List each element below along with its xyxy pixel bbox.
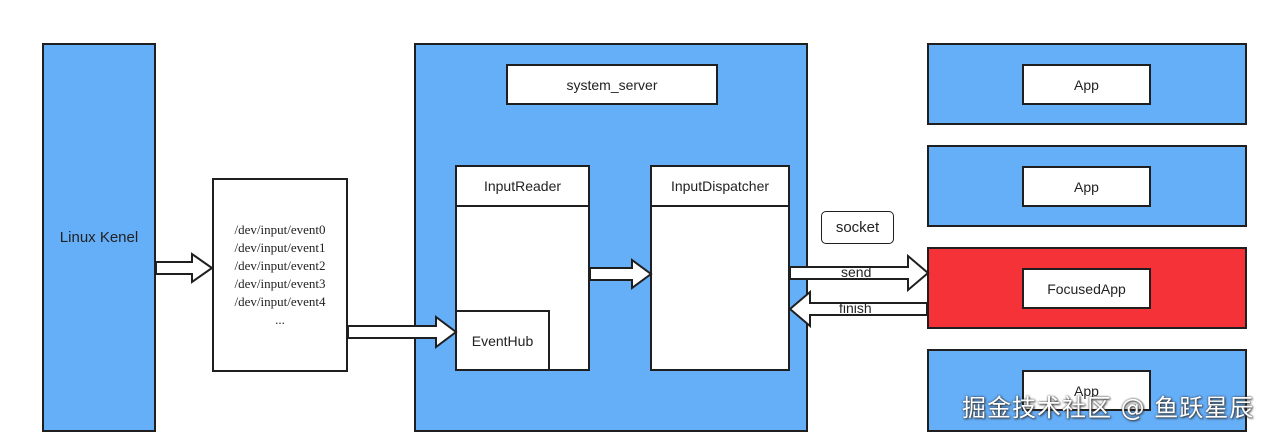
device-node: /dev/input/event1 — [234, 240, 326, 255]
send-label: send — [841, 264, 872, 280]
input-reader-title: InputReader — [457, 167, 588, 207]
focused-app-label-box: FocusedApp — [1022, 268, 1151, 309]
watermark: 掘金技术社区 @ 鱼跃星辰 — [962, 394, 1255, 422]
app-label: App — [1074, 382, 1099, 399]
arrow-kernel-to-devices — [155, 252, 214, 284]
device-nodes-block: /dev/input/event0 /dev/input/event1 /dev… — [212, 178, 348, 372]
arrow-reader-to-dispatcher — [589, 258, 653, 290]
arrow-send — [789, 253, 930, 293]
system-server-title: system_server — [506, 64, 718, 105]
app-label: App — [1074, 178, 1099, 195]
event-hub-label: EventHub — [471, 332, 534, 349]
device-node: /dev/input/event4 — [234, 294, 326, 309]
finish-label: finish — [839, 300, 872, 316]
event-hub-block: EventHub — [455, 310, 550, 371]
linux-kernel-label: Linux Kenel — [59, 229, 139, 246]
arrow-finish — [788, 289, 928, 329]
device-nodes-list: /dev/input/event0 /dev/input/event1 /dev… — [235, 221, 326, 329]
device-node-ellipsis: ... — [275, 312, 285, 327]
device-node: /dev/input/event0 — [234, 222, 326, 237]
app-label-box-2: App — [1022, 166, 1151, 207]
linux-kernel-block: Linux Kenel — [42, 43, 156, 432]
socket-label-box: socket — [821, 211, 894, 244]
app-label: App — [1074, 76, 1099, 93]
app-label-box-4: App — [1022, 370, 1151, 411]
arrow-devices-to-eventhub — [347, 315, 458, 349]
app-block-2 — [927, 145, 1247, 227]
system-server-label: system_server — [566, 76, 658, 93]
input-dispatcher-title: InputDispatcher — [652, 167, 788, 207]
app-label-box-1: App — [1022, 64, 1151, 105]
focused-app-label: FocusedApp — [1047, 280, 1126, 297]
device-node: /dev/input/event2 — [234, 258, 326, 273]
input-dispatcher-block: InputDispatcher — [650, 165, 790, 371]
device-node: /dev/input/event3 — [234, 276, 326, 291]
socket-label: socket — [835, 219, 880, 236]
